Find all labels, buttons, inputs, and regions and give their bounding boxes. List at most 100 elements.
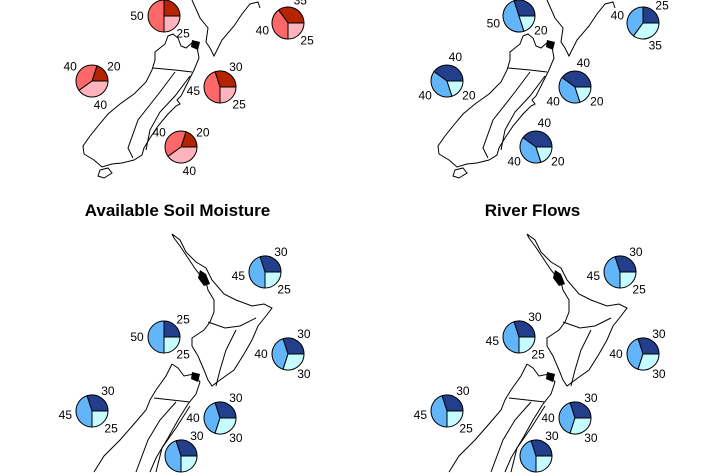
pie-slice-above [175, 439, 198, 457]
pie-slice-above [614, 255, 637, 273]
pie-slice-near [626, 6, 644, 37]
pie-slice-below [163, 336, 181, 354]
pie-slice-near [271, 338, 289, 370]
pie-slice-near [75, 395, 93, 428]
pie-label-near: 40 [418, 89, 432, 103]
pie-slice-near [502, 321, 520, 354]
pie-slice-above [214, 70, 237, 88]
pie-slice-below [287, 22, 305, 40]
pie-slice-near [558, 402, 576, 434]
pie-label-below: 25 [176, 27, 190, 41]
pie-slice-near [502, 0, 525, 33]
pie-slice-near [203, 402, 221, 434]
pie-label-above: 30 [274, 245, 288, 259]
pie-label-above: 30 [528, 310, 542, 324]
pie-slice-above [513, 0, 536, 17]
pie-slice-below [637, 353, 660, 371]
pie-slice-below [264, 271, 282, 289]
pie-label-above: 25 [176, 312, 190, 326]
pie-label-below: 30 [584, 431, 598, 445]
pie-label-near: 40 [541, 411, 555, 425]
pie-label-above: 20 [196, 125, 210, 139]
pie-label-near: 50 [130, 9, 144, 23]
pie-slice-below [619, 271, 637, 289]
pie-label-above: 30 [297, 327, 311, 341]
pie-slice-above [277, 6, 305, 24]
pie-label-above: 30 [229, 60, 243, 74]
pie-label-near: 45 [232, 269, 246, 283]
pie-slice-near [271, 9, 289, 40]
pie-label-above: 30 [545, 429, 559, 443]
pie-slice-near [603, 256, 621, 289]
pie-south-island-north-east: 30 45 25 [187, 60, 246, 112]
pie-slice-near [203, 71, 221, 104]
pie-south-island-west: 20 40 40 [63, 59, 120, 111]
pie-slice-below [214, 417, 237, 435]
pie-label-below: 25 [300, 34, 314, 48]
pie-label-near: 40 [254, 347, 268, 361]
pie-label-near: 40 [609, 347, 623, 361]
pie-label-above: 35 [294, 0, 308, 8]
pie-slice-below [446, 410, 464, 428]
pie-slice-below [282, 353, 305, 371]
pie-slice-near [164, 130, 187, 158]
pie-slice-above [433, 64, 464, 82]
pie-label-below: 25 [232, 98, 246, 112]
pie-label-above: 30 [584, 391, 598, 405]
pie-label-above: 25 [655, 0, 669, 12]
pie-slice-near [519, 136, 542, 164]
pie-slice-above [86, 394, 109, 412]
pie-south-island-south-east: 30 [519, 429, 559, 473]
pie-slice-below [180, 455, 198, 473]
pie-slice-near [626, 338, 644, 370]
pie-label-below: 35 [649, 38, 663, 52]
pie-north-island-north: 30 45 25 [232, 245, 291, 297]
pie-slice-above [214, 401, 237, 419]
pie-label-above: 20 [107, 59, 121, 73]
pie-label-near: 45 [486, 334, 500, 348]
pie-label-below: 25 [277, 283, 291, 297]
pie-slice-above [282, 337, 305, 355]
pie-label-near: 40 [63, 59, 77, 73]
pie-slice-near [75, 64, 98, 92]
pie-slice-above [259, 255, 282, 273]
pie-label-near: 45 [414, 408, 428, 422]
pie-slice-above [522, 130, 553, 148]
pie-slice-below [518, 336, 536, 354]
pie-slice-near [430, 70, 453, 98]
pie-label-above: 30 [190, 429, 204, 443]
pie-label-near: 40 [152, 125, 166, 139]
pie-south-island-south-east: 30 [164, 429, 204, 473]
pie-label-near: 40 [186, 411, 200, 425]
pie-slice-below [569, 417, 592, 435]
pie-label-above: 30 [229, 391, 243, 405]
pie-label-below: 30 [229, 431, 243, 445]
pie-label-below: 20 [590, 95, 604, 109]
pie-slice-above [561, 70, 592, 88]
pie-slice-near [147, 320, 165, 354]
pie-slice-near [164, 440, 182, 473]
pie-label-near: 45 [587, 269, 601, 283]
pie-label-below: 40 [94, 98, 108, 112]
pie-slice-above [530, 439, 553, 457]
pie-label-near: 45 [187, 84, 201, 98]
pie-slice-above [569, 401, 592, 419]
pie-label-above: 30 [456, 384, 470, 398]
pie-label-below: 20 [551, 155, 565, 169]
pie-slice-near [147, 0, 165, 33]
pie-label-below: 25 [632, 283, 646, 297]
pie-slice-below [163, 15, 181, 33]
pie-slice-above [637, 337, 660, 355]
panel-title-soil-moisture: Available Soil Moisture [84, 201, 271, 220]
